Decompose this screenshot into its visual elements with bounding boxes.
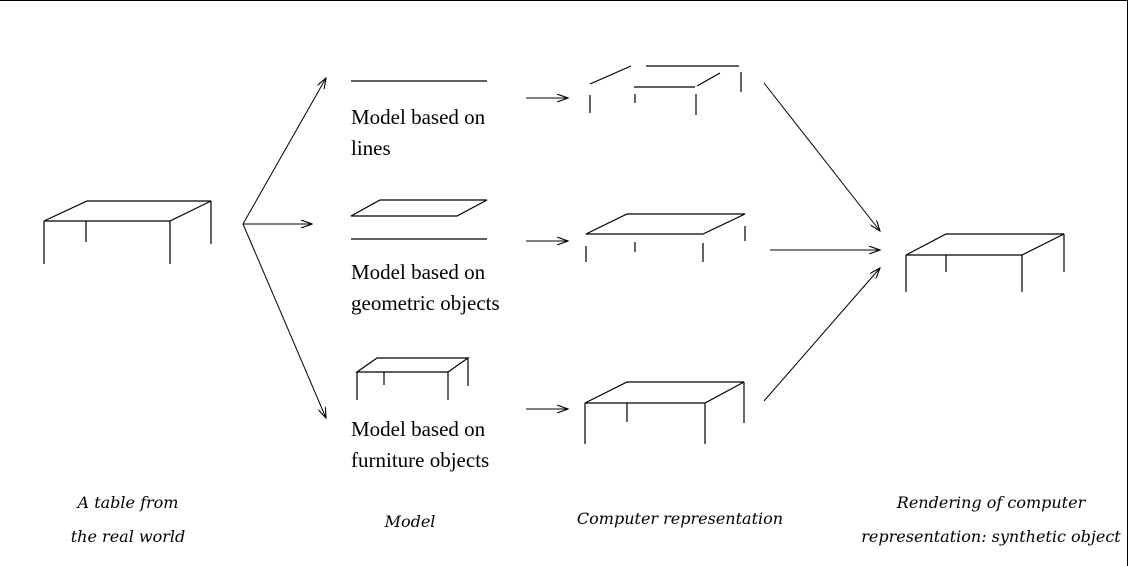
furniture-model-icon bbox=[355, 357, 470, 400]
caption-model: Model bbox=[384, 512, 436, 531]
real-world-table bbox=[43, 200, 212, 264]
fan-out-arrows bbox=[242, 78, 326, 418]
furniture-representation-icon bbox=[584, 381, 745, 444]
arrow-to-furniture-model bbox=[242, 223, 326, 418]
caption-rendering: Rendering of computer representation: sy… bbox=[858, 486, 1124, 554]
geometric-model-label: Model based on geometric objects bbox=[351, 257, 500, 319]
furniture-model-label-line1: Model based on bbox=[351, 417, 486, 441]
lines-model-label-line1: Model based on bbox=[351, 105, 486, 129]
caption-real-world-line2: the real world bbox=[70, 527, 186, 546]
geometric-model-icon bbox=[350, 199, 488, 240]
model-to-representation-arrows bbox=[526, 98, 568, 409]
lines-model-label: Model based on lines bbox=[351, 102, 485, 164]
arrow-to-lines-model bbox=[242, 78, 326, 225]
caption-real-world-line1: A table from bbox=[77, 493, 179, 512]
caption-real-world: A table from the real world bbox=[38, 486, 218, 554]
caption-computer-representation: Computer representation bbox=[576, 509, 784, 528]
geometric-model-label-line2: geometric objects bbox=[351, 291, 500, 315]
geometric-representation-icon bbox=[585, 213, 746, 262]
caption-rendering-line1: Rendering of computer bbox=[896, 493, 1086, 512]
caption-rendering-line2: representation: synthetic object bbox=[861, 527, 1121, 546]
lines-representation-icon bbox=[589, 65, 742, 115]
synthetic-object-table bbox=[905, 233, 1065, 292]
geometric-model-label-line1: Model based on bbox=[351, 260, 486, 284]
representation-to-rendering-arrows bbox=[763, 82, 880, 402]
furniture-model-label: Model based on furniture objects bbox=[351, 414, 489, 476]
furniture-model-label-line2: furniture objects bbox=[351, 448, 490, 472]
lines-model-label-line2: lines bbox=[351, 136, 391, 160]
